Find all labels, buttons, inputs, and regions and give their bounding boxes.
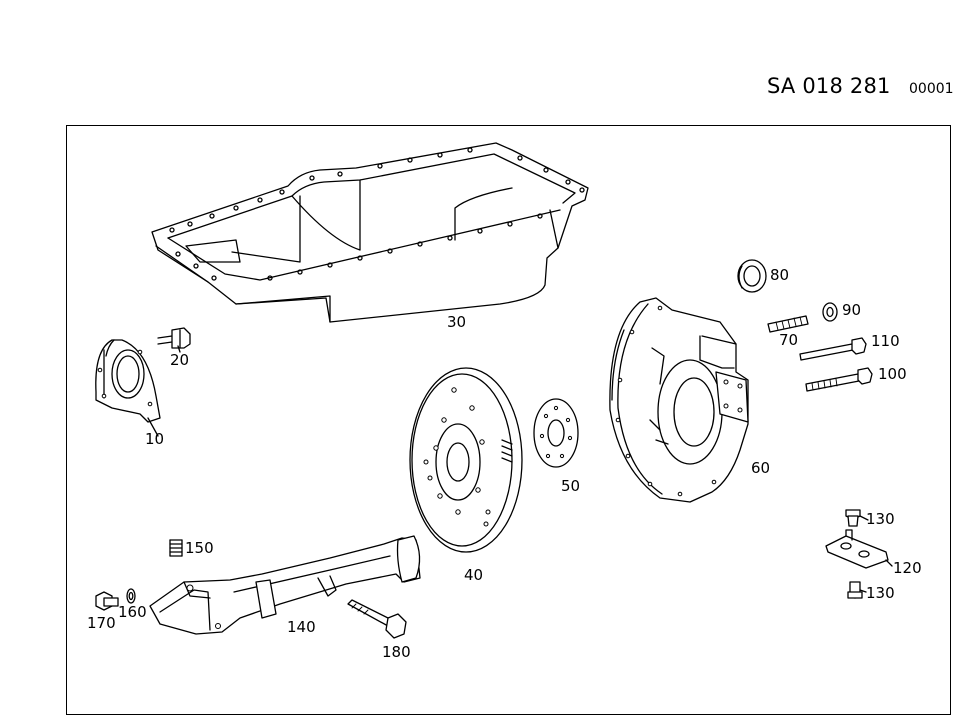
spacer-plate-part[interactable]: [533, 398, 579, 468]
washer-90-part[interactable]: [822, 302, 838, 322]
callout-180[interactable]: 180: [382, 643, 411, 661]
leader-lines: [147, 345, 893, 593]
flywheel-part[interactable]: [409, 367, 523, 553]
bolt-180-part[interactable]: [347, 599, 407, 639]
callout-90[interactable]: 90: [842, 301, 862, 319]
bracket-120-part[interactable]: [825, 529, 889, 569]
seal-ring-80-part[interactable]: [737, 259, 767, 293]
seal-ring-160-part[interactable]: [126, 588, 136, 604]
screw-130-top-part[interactable]: [845, 509, 861, 527]
bolt-20-part[interactable]: [157, 327, 191, 349]
bolt-100-part[interactable]: [805, 367, 873, 392]
drain-plug-170-part[interactable]: [95, 591, 119, 611]
callout-30[interactable]: 30: [447, 313, 467, 331]
seal-cover-part[interactable]: [95, 339, 161, 423]
diagram-frame: [66, 125, 951, 715]
callout-100[interactable]: 100: [878, 365, 907, 383]
callout-130-top[interactable]: 130: [866, 510, 895, 528]
callout-20[interactable]: 20: [170, 351, 190, 369]
callout-70[interactable]: 70: [779, 331, 799, 349]
callout-10[interactable]: 10: [145, 430, 165, 448]
suction-pipe-part[interactable]: [149, 535, 421, 635]
callout-110[interactable]: 110: [871, 332, 900, 350]
callout-120[interactable]: 120: [893, 559, 922, 577]
callout-40[interactable]: 40: [464, 566, 484, 584]
callout-80[interactable]: 80: [770, 266, 790, 284]
diagram-reference: SA 018 281: [767, 74, 891, 98]
bolt-110-part[interactable]: [799, 337, 867, 361]
oil-pan-part[interactable]: [151, 142, 589, 323]
callout-140[interactable]: 140: [287, 618, 316, 636]
callout-130-bottom[interactable]: 130: [866, 584, 895, 602]
flywheel-housing-part[interactable]: [609, 297, 749, 503]
callout-60[interactable]: 60: [751, 459, 771, 477]
callout-50[interactable]: 50: [561, 477, 581, 495]
sheet-number: 00001: [909, 81, 954, 97]
spring-150-part[interactable]: [169, 539, 183, 557]
stud-70-part[interactable]: [767, 315, 809, 333]
callout-170[interactable]: 170: [87, 614, 116, 632]
callout-160[interactable]: 160: [118, 603, 147, 621]
callout-150[interactable]: 150: [185, 539, 214, 557]
screw-130-bottom-part[interactable]: [847, 581, 863, 599]
